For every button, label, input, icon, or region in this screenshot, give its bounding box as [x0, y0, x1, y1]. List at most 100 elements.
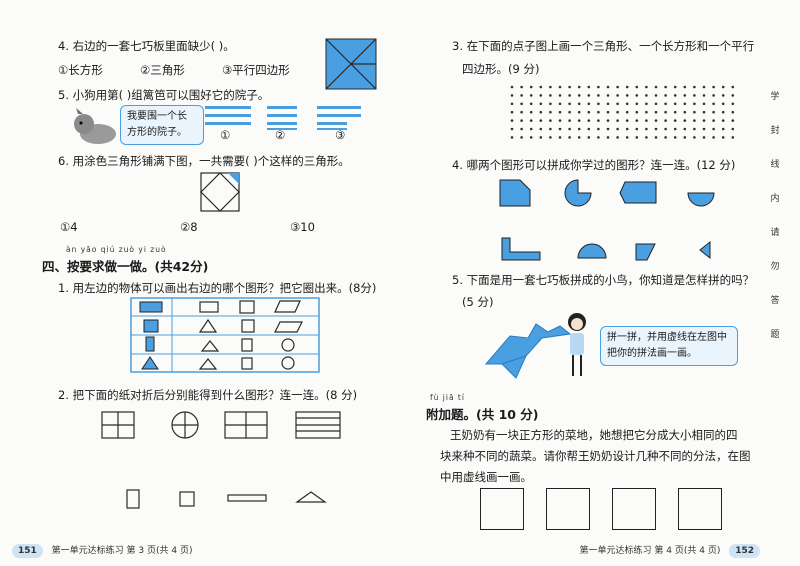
grid-dot: [568, 102, 571, 106]
grid-dot: [558, 136, 562, 139]
r3-line1: 3. 在下面的点子图上画一个三角形、一个长方形和一个平行: [452, 39, 755, 53]
girl-illustration: [568, 313, 586, 376]
speech-line-1: 我要围一个长: [127, 111, 187, 122]
grid-dot: [520, 127, 523, 131]
grid-dot: [558, 94, 562, 97]
grid-dot: [587, 102, 591, 106]
grid-dot: [683, 136, 687, 139]
grid-dot: [702, 94, 706, 97]
grid-dot: [510, 136, 514, 139]
grid-dot: [549, 119, 552, 122]
grid-dot: [625, 85, 629, 89]
grid-dot: [702, 102, 706, 106]
girl-speech-bubble: 拼一拼，并用虚线在左图中 把你的拼法画一画。: [600, 326, 738, 366]
grid-dot: [597, 110, 600, 114]
tangram-figure: [325, 38, 377, 90]
grid-dot: [635, 136, 639, 139]
grid-dot: [616, 94, 619, 97]
fence-label-3: ③: [335, 128, 346, 142]
grid-dot: [635, 127, 639, 131]
margin-char: 请: [770, 228, 780, 238]
grid-dot: [520, 119, 523, 122]
grid-dot: [721, 136, 725, 139]
grid-dot: [673, 110, 677, 114]
grid-dot: [664, 94, 667, 97]
grid-dot: [606, 127, 610, 131]
dot-grid[interactable]: [508, 83, 738, 141]
grid-dot: [693, 110, 696, 114]
grid-dot: [702, 127, 706, 131]
grid-dot: [712, 136, 715, 139]
grid-dot: [539, 102, 543, 106]
grid-dot: [673, 94, 677, 97]
grid-dot: [625, 102, 629, 106]
grid-dot: [693, 136, 696, 139]
grid-dot: [616, 110, 619, 114]
grid-dot: [510, 127, 514, 131]
field-square-2[interactable]: [546, 488, 590, 530]
grid-dot: [549, 110, 552, 114]
grid-dot: [721, 110, 725, 114]
grid-dot: [606, 119, 610, 122]
grid-dot: [549, 85, 552, 89]
grid-dot: [616, 136, 619, 139]
grid-dot: [606, 110, 610, 114]
right-page: 3. 在下面的点子图上画一个三角形、一个长方形和一个平行 四边形。(9 分) 4…: [400, 0, 800, 566]
q4-option-2: ②三角形: [140, 63, 185, 77]
grid-dot: [721, 94, 725, 97]
grid-dot: [597, 102, 600, 106]
grid-dot: [616, 119, 619, 122]
field-square-1[interactable]: [480, 488, 524, 530]
grid-dot: [664, 127, 667, 131]
grid-dot: [558, 110, 562, 114]
grid-dot: [693, 119, 696, 122]
grid-dot: [645, 110, 648, 114]
grid-dot: [673, 85, 677, 89]
grid-dot: [616, 102, 619, 106]
grid-dot: [721, 119, 725, 122]
grid-dot: [625, 94, 629, 97]
grid-dot: [673, 136, 677, 139]
grid-dot: [529, 110, 533, 114]
tangram-bird: [484, 323, 572, 379]
section4-pinyin: àn yāo qiú zuò yi zuò: [66, 245, 167, 254]
grid-dot: [510, 110, 514, 114]
grid-dot: [673, 102, 677, 106]
grid-dot: [568, 127, 571, 131]
grid-dot: [597, 85, 600, 89]
grid-dot: [549, 136, 552, 139]
field-square-3[interactable]: [612, 488, 656, 530]
grid-dot: [693, 102, 696, 106]
object-shape-table: [130, 297, 320, 373]
grid-dot: [702, 110, 706, 114]
grid-dot: [731, 119, 735, 122]
grid-dot: [568, 119, 571, 122]
grid-dot: [510, 119, 514, 122]
grid-dot: [654, 94, 658, 97]
grid-dot: [577, 85, 581, 89]
grid-dot: [721, 102, 725, 106]
r5-line2: (5 分): [462, 295, 494, 309]
result-shapes: [126, 489, 327, 509]
grid-dot: [587, 94, 591, 97]
field-square-4[interactable]: [678, 488, 722, 530]
grid-dot: [606, 85, 610, 89]
grid-dot: [587, 119, 591, 122]
grid-dot: [683, 110, 687, 114]
grid-dot: [712, 94, 715, 97]
grid-dot: [635, 119, 639, 122]
grid-dot: [635, 85, 639, 89]
grid-dot: [731, 136, 735, 139]
grid-dot: [673, 127, 677, 131]
grid-dot: [645, 119, 648, 122]
grid-dot: [683, 94, 687, 97]
grid-dot: [702, 119, 706, 122]
grid-dot: [597, 127, 600, 131]
folded-paper-shapes: [101, 411, 341, 439]
grid-dot: [731, 94, 735, 97]
left-footer: 151 第一单元达标练习 第 3 页(共 4 页): [12, 543, 192, 558]
extra-line3: 中用虚线画一画。: [440, 470, 532, 484]
grid-dot: [520, 94, 523, 97]
grid-dot: [664, 136, 667, 139]
fence-label-1: ①: [220, 128, 231, 142]
